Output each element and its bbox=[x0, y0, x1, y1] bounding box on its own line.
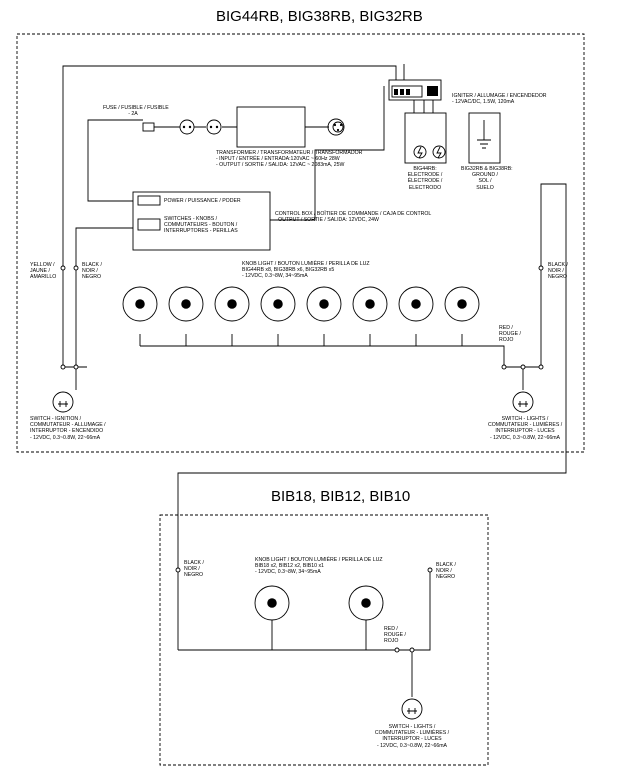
knob-light-center bbox=[365, 299, 375, 309]
knob-light-center bbox=[227, 299, 237, 309]
electrode-icon bbox=[413, 145, 427, 159]
knob-light-icon bbox=[168, 286, 204, 322]
switch-ignition-icon bbox=[52, 391, 74, 413]
ground-icon bbox=[477, 120, 491, 149]
electrode-label: BIG44RB:ELECTRODE /ÉLECTRODE /ELECTRODO bbox=[407, 166, 443, 191]
knob-light-center bbox=[135, 299, 145, 309]
wire-knob-drops-top bbox=[139, 334, 463, 346]
red-wire-top-label: RED /ROUGE /ROJO bbox=[499, 325, 521, 344]
switch-lights-top-icon bbox=[512, 391, 534, 413]
wire-switch-right-bus bbox=[504, 366, 541, 390]
control-box-body bbox=[132, 191, 271, 251]
igniter-label: IGNITER / ALLUMAGE / ENCENDEDOR- 12VAC/D… bbox=[452, 93, 547, 106]
wire-knob-bus-bottom bbox=[271, 620, 367, 650]
switch-lights-bottom-label: SWITCH - LIGHTS /COMMUTATEUR - LUMIÈRES … bbox=[374, 724, 450, 749]
switch-lights-top-label: SWITCH - LIGHTS /COMMUTATEUR - LUMIÈRES … bbox=[488, 416, 563, 441]
knob-light-icon bbox=[352, 286, 388, 322]
knob-light-icon bbox=[398, 286, 434, 322]
knob-light-center bbox=[361, 598, 371, 608]
wire-yellow-top bbox=[62, 65, 397, 367]
wire-black-right bbox=[177, 183, 567, 650]
wire-knob-bus-top bbox=[140, 345, 505, 367]
knob-light-icon bbox=[306, 286, 342, 322]
fuse-body bbox=[142, 122, 155, 132]
knob-light-icon bbox=[444, 286, 480, 322]
wire-controlbox-igniter bbox=[270, 86, 385, 221]
bottom-section-title: BIB18, BIB12, BIB10 bbox=[271, 488, 411, 505]
knob-light-top-label: KNOB LIGHT / BOUTON LUMIÈRE / PERILLA DE… bbox=[242, 261, 370, 280]
black-wire-left-label: BLACK /NOIR /NEGRO bbox=[82, 262, 102, 281]
top-section-title: BIG44RB, BIG38RB, BIG32RB bbox=[216, 8, 423, 25]
knob-light-bottom-group bbox=[254, 585, 384, 621]
knob-light-bottom-label: KNOB LIGHT / BOUTON LUMIÈRE / PERILLA DE… bbox=[255, 557, 383, 576]
knob-light-center bbox=[273, 299, 283, 309]
outlet-icon bbox=[332, 121, 344, 133]
transformer-label: TRANSFORMER / TRANSFORMATEUR / TRANSFORM… bbox=[216, 150, 363, 169]
power-label: POWER / PUISSANCE / PODER bbox=[164, 198, 241, 204]
switch-lights-bottom-icon bbox=[401, 698, 423, 720]
knob-light-icon bbox=[348, 585, 384, 621]
red-wire-bottom-label: RED /ROUGE /ROJO bbox=[384, 626, 406, 645]
knob-light-center bbox=[181, 299, 191, 309]
knob-light-center bbox=[267, 598, 277, 608]
switches-connector bbox=[137, 218, 161, 231]
knob-light-center bbox=[411, 299, 421, 309]
outlet-icon bbox=[179, 119, 195, 135]
black-wire-bottom-left-label: BLACK /NOIR /NEGRO bbox=[184, 560, 204, 579]
switch-ignition-label: SWITCH - IGNITION /COMMUTATEUR - ALLUMAG… bbox=[30, 416, 106, 441]
knob-light-icon bbox=[122, 286, 158, 322]
knob-light-icon bbox=[260, 286, 296, 322]
wire-black-left bbox=[75, 227, 133, 367]
fuse-label: FUSE / FUSIBLE / FUSIBLE- 2A bbox=[103, 105, 169, 118]
bottom-section-frame bbox=[159, 514, 489, 766]
igniter-body bbox=[388, 79, 442, 101]
ground-box bbox=[468, 112, 501, 164]
wire-bottom-black bbox=[178, 649, 413, 697]
knob-light-top-group bbox=[122, 286, 480, 322]
black-wire-bottom-right-label: BLACK /NOIR /NEGRO bbox=[436, 562, 456, 581]
transformer-body bbox=[236, 106, 306, 148]
black-wire-right-label: BLACK /NOIR /NEGRO bbox=[548, 262, 568, 281]
outlet-icon bbox=[327, 118, 345, 136]
electrode-icon bbox=[432, 145, 446, 159]
knob-light-icon bbox=[254, 585, 290, 621]
knob-light-icon bbox=[214, 286, 250, 322]
control-box-label: CONTROL BOX / BOÎTIER DE COMMANDE / CAJA… bbox=[275, 211, 432, 224]
power-connector bbox=[137, 195, 161, 206]
knob-light-center bbox=[457, 299, 467, 309]
wire-switch-left-bus bbox=[63, 366, 87, 390]
outlet-icon bbox=[206, 119, 222, 135]
igniter-terminals bbox=[391, 85, 423, 98]
top-section-frame bbox=[16, 33, 585, 453]
ground-label: BIG32RB & BIG38RB:GROUND /SOL /SUELO bbox=[461, 166, 513, 191]
wire-bottom-black-right bbox=[412, 570, 431, 651]
wire-igniter-electrode bbox=[413, 100, 434, 113]
electrode-box bbox=[404, 112, 447, 164]
wire-power-cord bbox=[87, 119, 143, 202]
knob-light-center bbox=[319, 299, 329, 309]
yellow-wire-label: YELLOW /JAUNE /AMARILLO bbox=[30, 262, 57, 281]
switches-label: SWITCHES - KNOBS /COMMUTATEURS - BOUTON … bbox=[164, 216, 238, 235]
